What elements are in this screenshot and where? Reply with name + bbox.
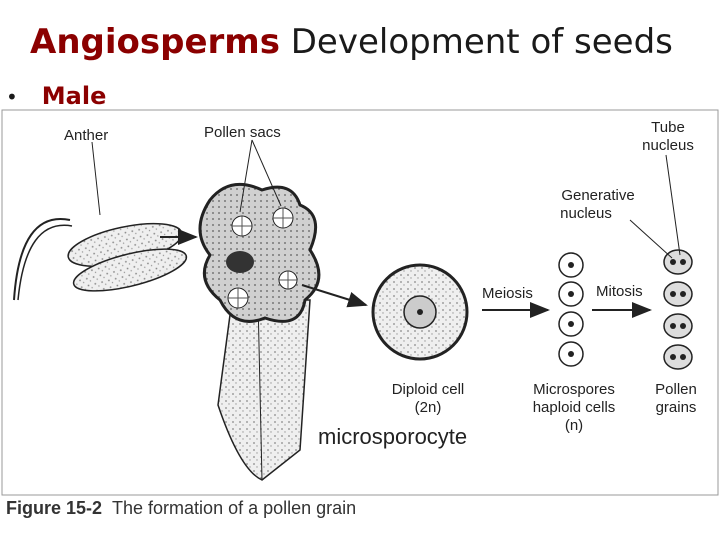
figure-caption-number: Figure 15-2 (6, 498, 103, 518)
label-generative-nucleus-1: Generative (561, 187, 634, 204)
anther-drawing (13, 218, 188, 301)
arrow-to-diploid (301, 284, 368, 308)
label-haploid-n: (n) (565, 417, 583, 434)
label-tube-nucleus-2: nucleus (642, 137, 694, 154)
label-mitosis: Mitosis (596, 283, 643, 300)
slide-title: Angiosperms Development of seeds (30, 22, 673, 62)
label-pollen-grains: grains (656, 399, 697, 416)
diploid-cell (371, 263, 469, 361)
figure-caption-text: The formation of a pollen grain (112, 498, 357, 518)
label-diploid-2n: (2n) (415, 399, 442, 416)
label-pollen-sacs: Pollen sacs (204, 124, 281, 141)
label-microspores: Microspores (533, 381, 615, 398)
bullet-dot: • (6, 85, 18, 109)
label-haploid-cells: haploid cells (533, 399, 616, 416)
label-generative-nucleus-2: nucleus (560, 205, 612, 222)
label-pollen: Pollen (655, 381, 697, 398)
figure-frame (1, 109, 719, 496)
label-tube-nucleus-1: Tube (651, 119, 685, 136)
slide-title-rest: Development of seeds (279, 22, 673, 62)
label-meiosis: Meiosis (482, 285, 533, 302)
microsporocyte-label: microsporocyte (318, 424, 468, 449)
label-diploid-cell: Diploid cell (392, 381, 465, 398)
bullet-item-male: • Male (6, 82, 106, 110)
figure-caption: Figure 15-2 The formation of a pollen gra… (6, 498, 356, 519)
pollen-sac-section (198, 182, 321, 481)
label-anther: Anther (64, 127, 108, 144)
microspores (558, 252, 584, 367)
pollen-grains (663, 249, 693, 370)
bullet-label: Male (41, 82, 107, 110)
pollen-formation-figure: Anther Pollen sacs Tube nucleus Generati… (0, 108, 720, 540)
slide-title-accent: Angiosperms (30, 22, 280, 62)
